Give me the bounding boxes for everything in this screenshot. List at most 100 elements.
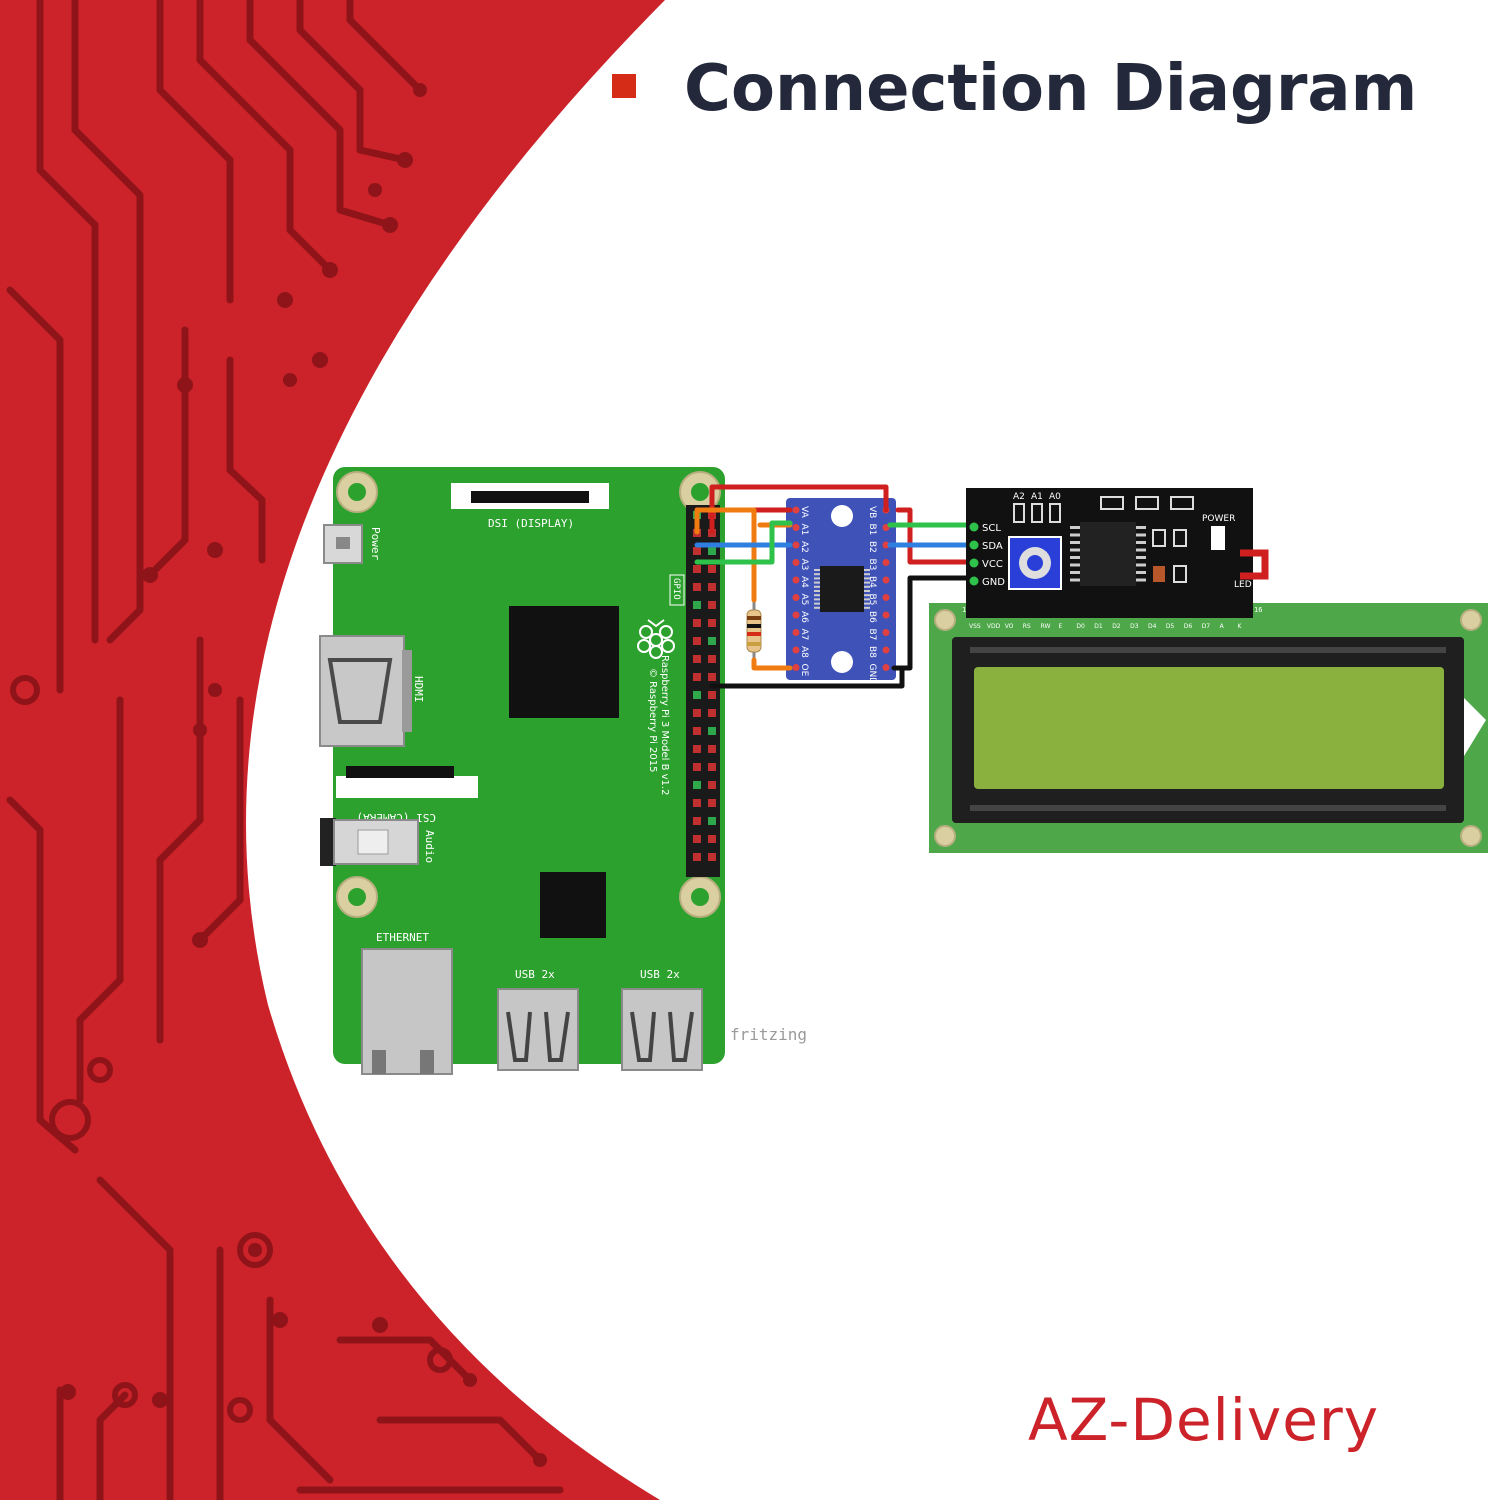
shifter-pin-b3 xyxy=(882,559,890,566)
gpio-pin xyxy=(693,799,701,807)
shifter-pin-label: A2 xyxy=(799,541,809,553)
gpio-pin xyxy=(708,817,716,825)
shifter-pin-label: B3 xyxy=(867,559,877,571)
lcd-pin-label: D5 xyxy=(1166,623,1175,630)
gpio-pin xyxy=(693,619,701,627)
hdmi-label: HDMI xyxy=(412,676,425,703)
gpio-pin xyxy=(693,601,701,609)
red-circuit-background xyxy=(0,0,665,1500)
lcd-pin-label: VO xyxy=(1005,623,1014,630)
shifter-pin-a8 xyxy=(792,646,800,654)
gpio-pin xyxy=(708,763,716,771)
shifter-pin-b4 xyxy=(882,576,890,584)
mount-hole xyxy=(831,505,853,527)
gpio-pin xyxy=(708,655,716,663)
wire-green-a1 xyxy=(694,520,793,565)
lcd-pin-label: D1 xyxy=(1094,623,1103,630)
gpio-pin xyxy=(693,547,701,555)
az-delivery-logo: AZ-Delivery xyxy=(1028,1386,1379,1454)
shifter-pin-label: A3 xyxy=(799,559,809,571)
gpio-pin xyxy=(708,691,716,699)
shifter-pin-label: B6 xyxy=(867,611,877,623)
i2c-pin-gnd xyxy=(969,576,979,586)
wire-red-vcc xyxy=(895,507,975,565)
gpio-pin xyxy=(693,691,701,699)
soc-chip xyxy=(509,606,619,718)
gpio-pin xyxy=(708,727,716,735)
shifter-pin-b6 xyxy=(882,611,890,619)
i2c-pin-label: GND xyxy=(982,577,1005,588)
lcd-pin-last-label: 16 xyxy=(1254,606,1262,614)
mount-hole xyxy=(1460,609,1482,631)
shifter-pin-a1 xyxy=(792,524,800,531)
shifter-pin-b5 xyxy=(882,594,890,601)
lcd-pin-first-label: 1 xyxy=(962,606,966,614)
csi-connector xyxy=(336,776,478,798)
lcd-pin-label: D3 xyxy=(1130,623,1139,630)
gpio-pin xyxy=(693,763,701,771)
shifter-pin-label: GND xyxy=(867,664,877,685)
shifter-pin-label: B5 xyxy=(867,594,877,606)
wire-black-gnd-shifter xyxy=(709,665,905,689)
fritzing-watermark: fritzing xyxy=(730,1025,807,1044)
gpio-pin xyxy=(708,853,716,861)
brand-logo-text: AZ-Delivery xyxy=(1028,1386,1379,1454)
rpi-copyright-label: © Raspberry Pi 2015 xyxy=(647,668,658,772)
i2c-pin-label: SDA xyxy=(982,541,1003,552)
i2c-pin-label: SCL xyxy=(982,523,1001,534)
gpio-pin xyxy=(693,637,701,645)
lcd-pin-label: D7 xyxy=(1202,623,1211,630)
mount-hole xyxy=(934,825,956,847)
shifter-pin-a5 xyxy=(792,594,800,601)
gpio-label: GPIO xyxy=(671,578,681,600)
gpio-pin xyxy=(693,709,701,717)
gpio-pin xyxy=(708,781,716,789)
lcd-pin-label: D4 xyxy=(1148,623,1157,630)
wire-orange-oe xyxy=(751,657,793,671)
wire-orange-resistor xyxy=(694,507,757,603)
gpio-pin xyxy=(693,655,701,663)
resistor xyxy=(746,598,762,660)
mount-hole xyxy=(1460,825,1482,847)
shifter-pin-va xyxy=(792,506,800,514)
shifter-chip xyxy=(820,566,864,612)
lcd-pin-label: VSS xyxy=(969,623,981,630)
gpio-pin xyxy=(708,583,716,591)
pcf8574-chip xyxy=(1080,522,1136,586)
gpio-pin xyxy=(708,709,716,717)
i2c-pin-vcc xyxy=(969,558,979,568)
gpio-pin xyxy=(708,637,716,645)
shifter-pin-label: A8 xyxy=(799,646,809,658)
gpio-pin xyxy=(693,835,701,843)
lcd-pin-label: VDD xyxy=(987,623,1001,630)
i2c-addr-label: A2 xyxy=(1013,492,1025,502)
shifter-pin-a3 xyxy=(792,559,800,566)
i2c-addr-label: A0 xyxy=(1049,492,1061,502)
dsi-label: DSI (DISPLAY) xyxy=(488,517,574,530)
shifter-pin-label: B8 xyxy=(867,646,877,658)
backlight-tab xyxy=(1464,698,1486,756)
i2c-pin-sda xyxy=(969,540,979,550)
gpio-pin xyxy=(708,619,716,627)
audio-label: Audio xyxy=(423,830,436,863)
gpio-pin xyxy=(693,673,701,681)
gpio-pin xyxy=(693,853,701,861)
gpio-pin xyxy=(693,817,701,825)
shifter-pin-label: VB xyxy=(867,506,877,518)
gpio-pin xyxy=(693,781,701,789)
usb1-label: USB 2x xyxy=(515,968,555,981)
i2c-pin-scl xyxy=(969,522,979,532)
raspberry-pi-board: Power DSI (DISPLAY) HDMI CSI (CAMERA) Au… xyxy=(319,467,725,1075)
gpio-pin xyxy=(693,583,701,591)
i2c-addr-label: A1 xyxy=(1031,492,1043,502)
rpi-model-label: Raspberry Pi 3 Model B v1.2 xyxy=(659,655,670,795)
shifter-pin-b2 xyxy=(882,541,890,549)
shifter-pin-label: VA xyxy=(799,506,809,519)
power-label: Power xyxy=(369,527,382,560)
addr-jumper-pad xyxy=(1013,503,1025,523)
